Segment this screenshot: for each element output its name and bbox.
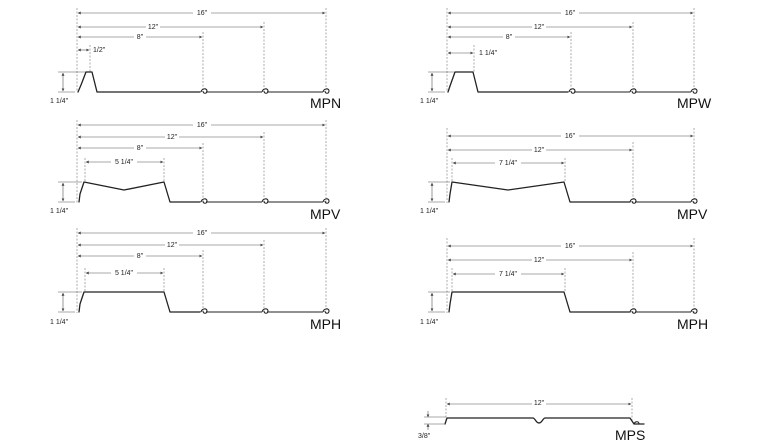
dim-height: 1 1/4" (50, 319, 69, 326)
dim-rib: 5 1/4" (115, 159, 134, 166)
panel-name: MPV (677, 206, 708, 222)
panel-name: MPN (310, 95, 341, 111)
dim-mid: 12" (148, 24, 159, 31)
panel-mpw: 16" 12" 8" 1 1/4" 1 1/4" MPW (420, 8, 712, 111)
panel-mpn: 16" 12" 8" 1/2" 1 1/4" MPN (50, 8, 341, 111)
dim-mid: 12" (167, 242, 178, 249)
dim-height: 3/8" (418, 433, 431, 440)
panel-mph-left: 16" 12" 8" 5 1/4" 1 1/4" MPH (50, 228, 341, 332)
panel-name: MPH (310, 316, 341, 332)
panel-name: MPV (310, 206, 341, 222)
dim-mid: 12" (534, 147, 545, 154)
dim-overall: 16" (565, 243, 576, 250)
panel-name: MPW (677, 95, 712, 111)
dim-height: 1 1/4" (50, 208, 69, 215)
panel-name: MPH (677, 316, 708, 332)
dim-height: 1 1/4" (420, 98, 439, 105)
dim-overall: 16" (197, 122, 208, 129)
dim-height: 1 1/4" (420, 319, 439, 326)
panel-mps: 12" 3/8" MPS (418, 398, 645, 443)
panel-name: MPS (615, 427, 645, 443)
dim-height: 1 1/4" (50, 98, 69, 105)
dim-rib: 5 1/4" (115, 270, 134, 277)
dim-height: 1 1/4" (420, 208, 439, 215)
dim-overall: 16" (565, 133, 576, 140)
dim-rib: 7 1/4" (499, 271, 518, 278)
dim-inner: 8" (137, 145, 144, 152)
panel-mpv-right: 16" 12" 7 1/4" 1 1/4" MPV (420, 128, 708, 222)
dim-inner: 8" (506, 34, 513, 41)
dim-mid: 12" (534, 257, 545, 264)
dim-inner: 8" (137, 34, 144, 41)
dim-overall: 16" (197, 230, 208, 237)
dim-mid: 12" (167, 134, 178, 141)
dim-mid: 12" (534, 24, 545, 31)
dim-rib: 1 1/4" (479, 50, 498, 57)
dim-overall: 16" (565, 10, 576, 17)
panel-mph-right: 16" 12" 7 1/4" 1 1/4" MPH (420, 238, 708, 332)
dim-rib: 7 1/4" (499, 160, 518, 167)
dim-inner: 8" (137, 253, 144, 260)
dim-overall: 12" (534, 400, 545, 407)
panel-mpv-left: 16" 12" 8" 5 1/4" 1 1/4" MPV (50, 120, 341, 222)
dim-overall: 16" (197, 10, 208, 17)
dim-rib: 1/2" (93, 47, 106, 54)
